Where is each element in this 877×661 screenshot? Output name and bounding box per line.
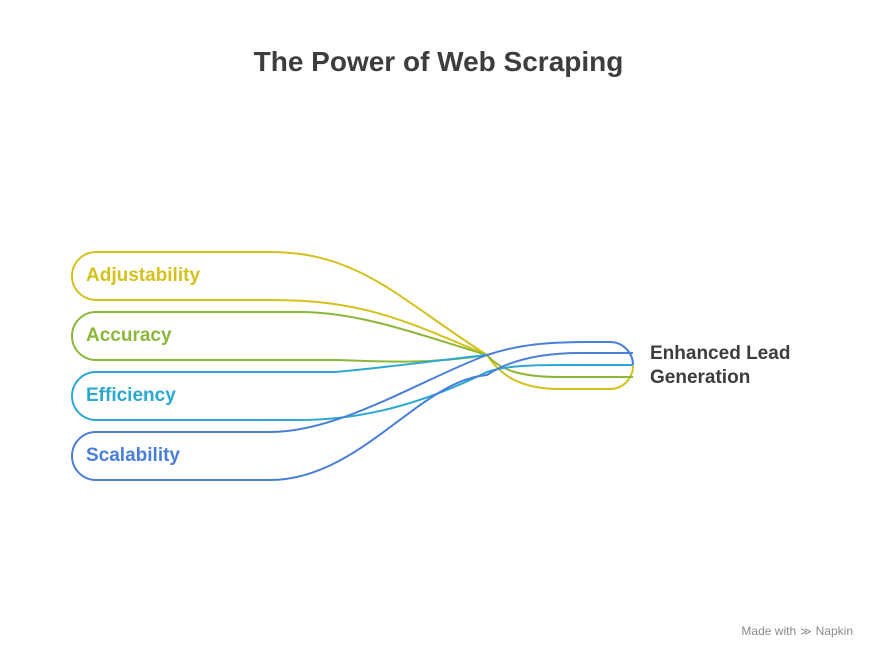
target-label: Enhanced Lead Generation: [650, 342, 790, 390]
diagram-title: The Power of Web Scraping: [253, 46, 624, 77]
scalability-connector: [71, 352, 633, 481]
source-label-accuracy: Accuracy: [86, 325, 172, 346]
source-label-efficiency: Efficiency: [86, 385, 176, 406]
target-label-line1: Enhanced Lead: [650, 343, 791, 364]
efficiency-connector: [71, 364, 633, 421]
source-label-adjustability: Adjustability: [86, 265, 201, 286]
watermark-prefix: Made with: [741, 624, 797, 638]
accuracy-connector-upper: [299, 311, 488, 356]
source-label-scalability: Scalability: [86, 445, 180, 466]
adjustability-connector: [71, 251, 634, 390]
efficiency-connector-upper: [334, 354, 488, 373]
watermark-brand: Napkin: [815, 624, 853, 638]
scalability-connector-upper: [269, 341, 634, 433]
target-label-line2: Generation: [650, 367, 751, 388]
adjustability-connector-upper: [269, 251, 488, 356]
napkin-logo-icon: ≫: [800, 625, 812, 638]
napkin-watermark[interactable]: Made with ≫ Napkin: [741, 624, 853, 638]
